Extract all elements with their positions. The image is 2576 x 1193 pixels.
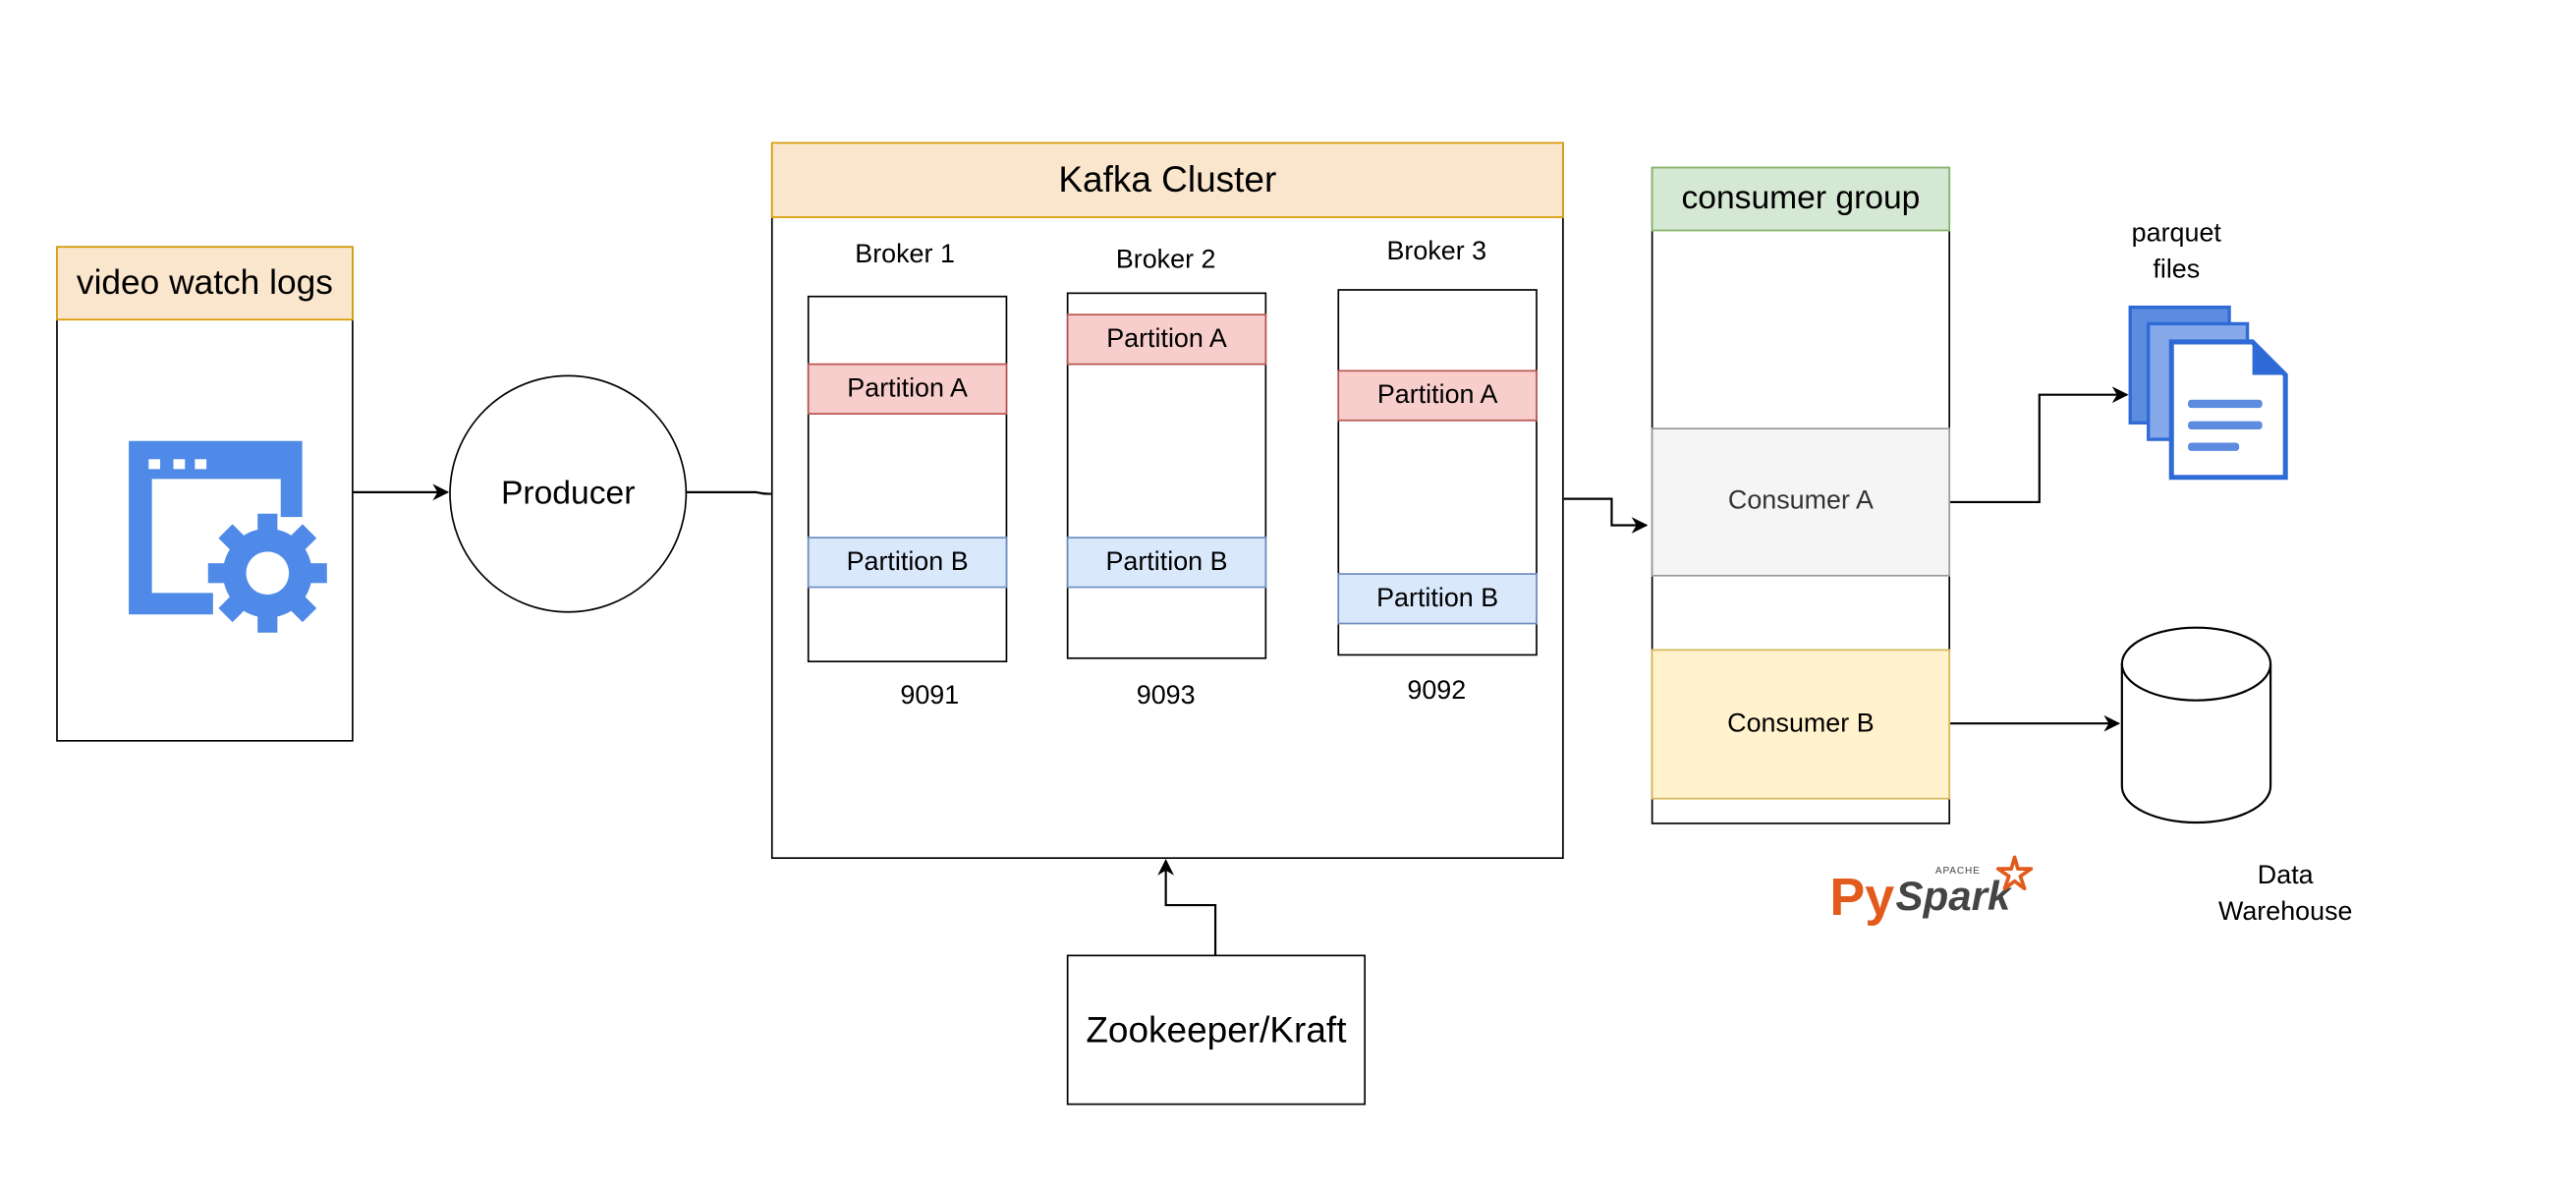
parquet-label-line1: parquet xyxy=(2131,219,2221,249)
producer-node: Producer xyxy=(449,374,688,613)
arrow-producer-to-kafka xyxy=(685,485,808,502)
source-title: video watch logs xyxy=(56,246,354,321)
broker-2-port: 9093 xyxy=(1136,682,1196,710)
pyspark-logo-spark: Spark xyxy=(1895,874,2011,921)
broker-3-port: 9092 xyxy=(1407,677,1467,706)
kafka-cluster-title: Kafka Cluster xyxy=(770,142,1564,218)
arrow-kafka-to-consumer-group xyxy=(1562,497,1649,534)
broker-2-partition-a: Partition A xyxy=(1066,313,1267,366)
arrow-zookeeper-to-kafka xyxy=(1157,859,1217,955)
zookeeper-kraft-node: Zookeeper/Kraft xyxy=(1066,954,1367,1106)
source-box xyxy=(56,246,354,742)
warehouse-label-line2: Warehouse xyxy=(2217,898,2353,927)
spark-star-icon xyxy=(1995,855,2034,891)
broker-3-partition-a: Partition A xyxy=(1337,369,1538,422)
consumer-group-title: consumer group xyxy=(1651,166,1951,232)
consumer-a: Consumer A xyxy=(1651,427,1951,577)
consumer-b: Consumer B xyxy=(1651,649,1951,800)
broker-1-box xyxy=(807,295,1008,663)
broker-1-partition-a: Partition A xyxy=(807,363,1008,415)
web-app-settings-icon xyxy=(129,440,327,633)
broker-3-partition-b: Partition B xyxy=(1337,573,1538,625)
parquet-label-line2: files xyxy=(2153,256,2201,285)
pyspark-logo: Py Spark APACHE xyxy=(1829,851,2044,937)
broker-1-label: Broker 1 xyxy=(855,241,955,269)
broker-2-partition-b: Partition B xyxy=(1066,537,1267,589)
database-icon xyxy=(2120,626,2272,824)
pyspark-logo-py: Py xyxy=(1829,867,1895,927)
broker-1-partition-b: Partition B xyxy=(807,537,1008,589)
pyspark-logo-apache: APACHE xyxy=(1934,867,1981,878)
arrow-consumer-a-to-parquet xyxy=(1950,386,2129,504)
broker-2-label: Broker 2 xyxy=(1115,246,1216,275)
warehouse-label-line1: Data xyxy=(2257,862,2314,890)
documents-icon xyxy=(2128,305,2288,481)
broker-3-label: Broker 3 xyxy=(1386,238,1487,266)
broker-1-port: 9091 xyxy=(900,682,960,710)
